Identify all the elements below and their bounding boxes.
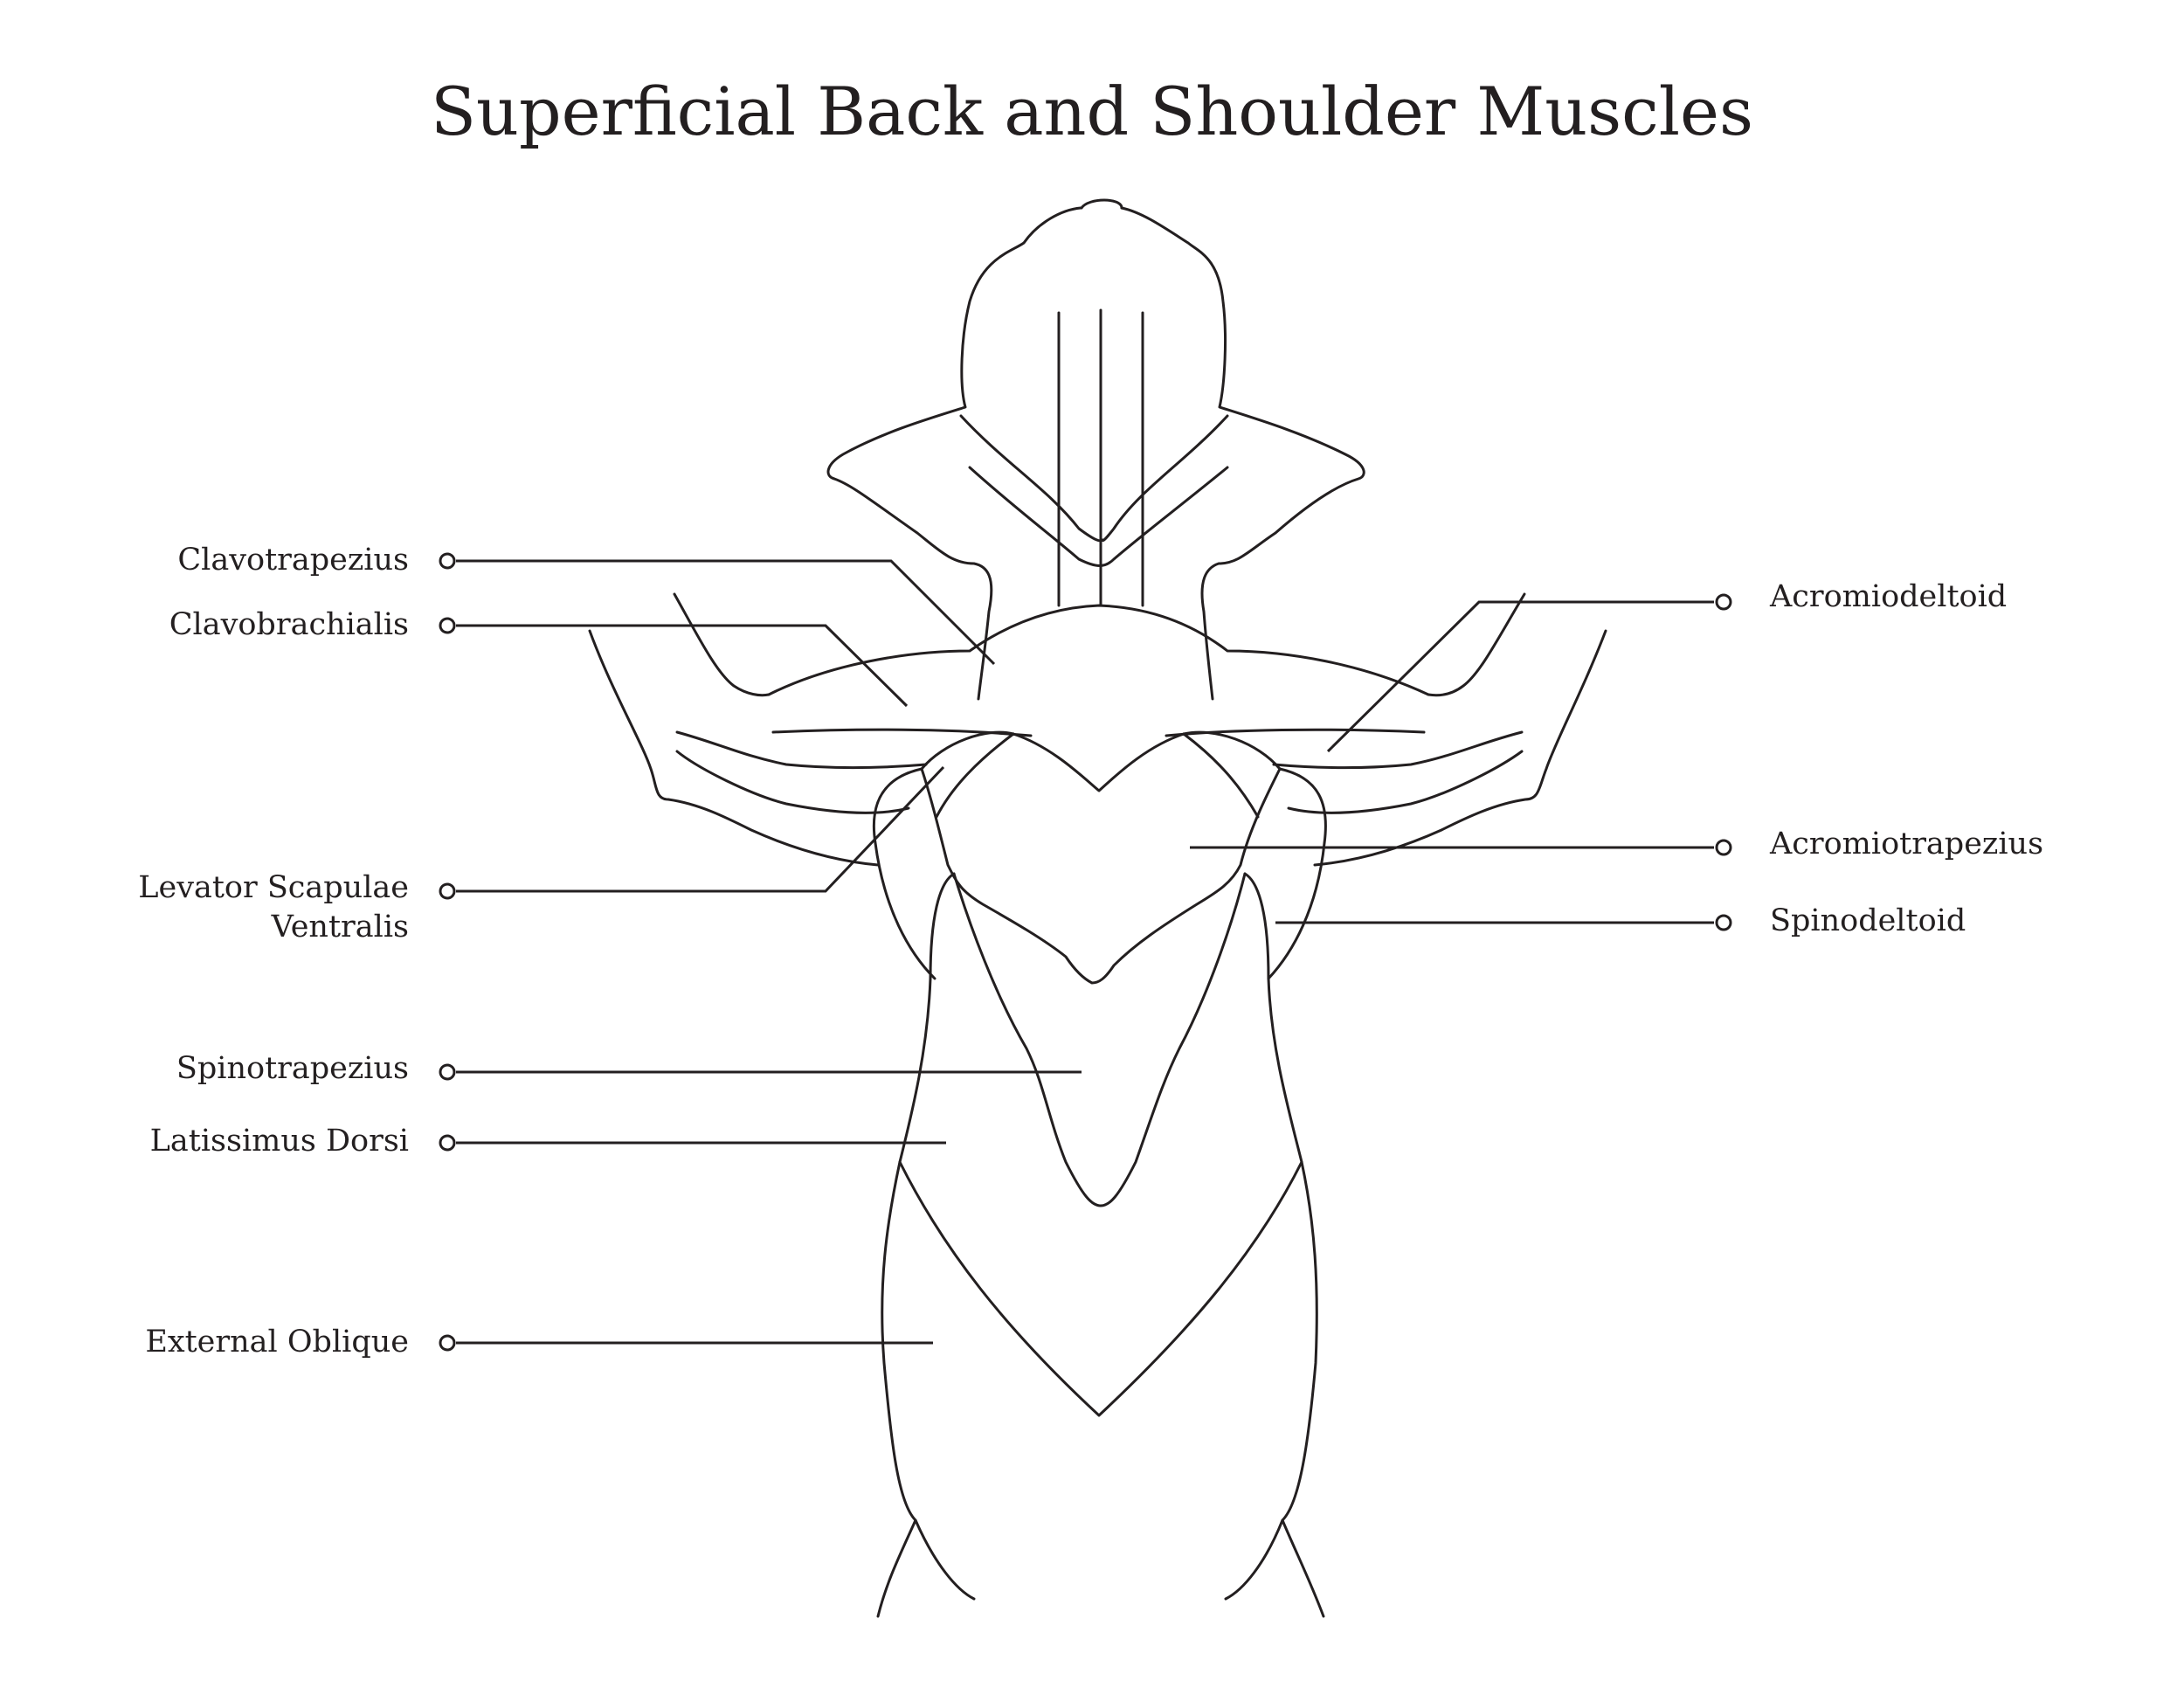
label-spinodeltoid: Spinodeltoid bbox=[1770, 903, 1966, 938]
dot-external-oblique bbox=[439, 1334, 456, 1352]
latissimus-outline bbox=[881, 872, 1318, 1522]
hind-leg-lines bbox=[876, 1519, 1325, 1618]
cat-torso-outline bbox=[588, 198, 1607, 1618]
neck-inner-curves bbox=[959, 414, 1229, 567]
label-levator-scapulae-line2: Ventralis bbox=[271, 910, 409, 944]
neck-vertical-lines bbox=[1057, 308, 1144, 607]
leader-clavotrapezius bbox=[456, 559, 996, 666]
right-spinodeltoid-ring bbox=[1267, 767, 1327, 980]
label-acromiotrapezius: Acromiotrapezius bbox=[1770, 827, 2044, 861]
label-spinotrapezius: Spinotrapezius bbox=[176, 1051, 409, 1086]
label-acromiodeltoid: Acromiodeltoid bbox=[1770, 579, 2008, 614]
label-clavobrachialis: Clavobrachialis bbox=[169, 607, 409, 642]
dot-spinotrapezius bbox=[439, 1063, 456, 1081]
dot-acromiotrapezius bbox=[1715, 839, 1732, 856]
diagram-title: Superficial Back and Shoulder Muscles bbox=[430, 73, 1754, 150]
dot-spinodeltoid bbox=[1715, 914, 1732, 931]
label-external-oblique: External Oblique bbox=[145, 1325, 409, 1359]
dot-clavobrachialis bbox=[439, 617, 456, 634]
spinotrapezius-shape bbox=[952, 872, 1247, 1207]
dot-levator-scapulae bbox=[439, 882, 456, 900]
label-clavotrapezius: Clavotrapezius bbox=[177, 543, 409, 578]
dot-clavotrapezius bbox=[439, 552, 456, 570]
label-levator-scapulae-line1: Levator Scapulae bbox=[138, 870, 409, 905]
dot-acromiodeltoid bbox=[1715, 593, 1732, 611]
head-top-knob bbox=[1080, 198, 1123, 210]
leader-lines bbox=[439, 552, 1732, 1352]
external-oblique-shape bbox=[898, 1160, 1303, 1417]
shoulder-cape bbox=[767, 604, 1430, 696]
left-shoulder-band bbox=[675, 728, 1033, 814]
leader-levator-scapulae bbox=[456, 765, 945, 893]
leader-clavobrachialis bbox=[456, 624, 909, 708]
leader-acromiodeltoid bbox=[1326, 600, 1714, 753]
left-spinodeltoid-ring bbox=[872, 767, 936, 980]
acromiotrapezius-shape bbox=[920, 730, 1282, 985]
label-latissimus-dorsi: Latissimus Dorsi bbox=[149, 1124, 409, 1159]
dot-latissimus-dorsi bbox=[439, 1134, 456, 1152]
head-ear-outline bbox=[826, 206, 1365, 701]
right-shoulder-band bbox=[1165, 728, 1524, 814]
scapula-inner-curves bbox=[935, 732, 1260, 819]
